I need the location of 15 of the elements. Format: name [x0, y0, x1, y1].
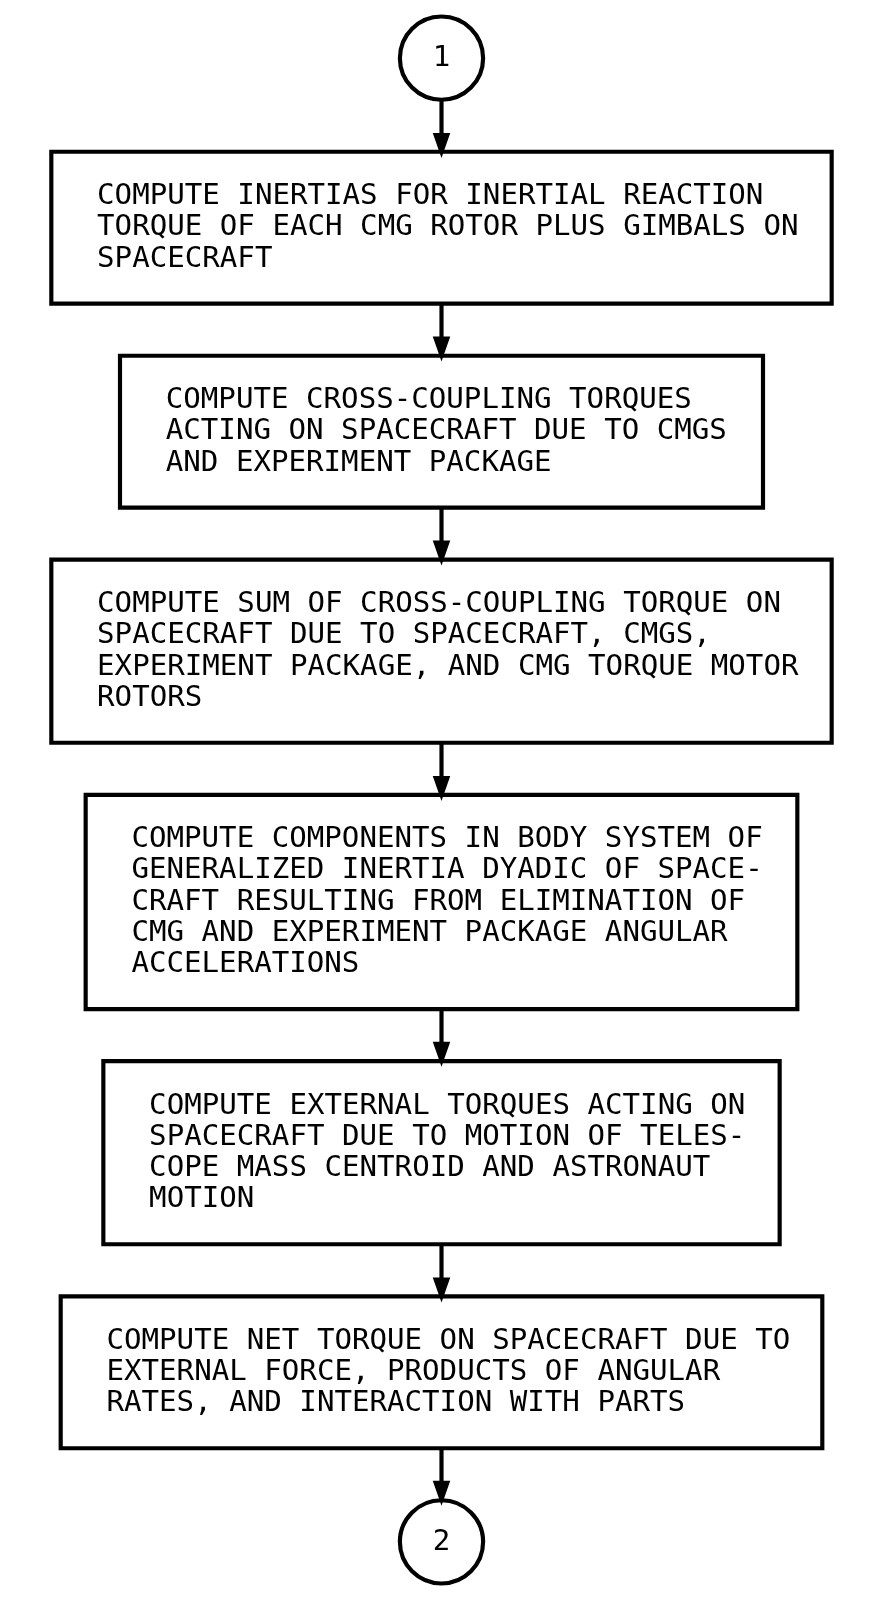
node-circle: 1 [397, 14, 486, 102]
node-box: COMPUTE NET TORQUE ON SPACECRAFT DUE TO EXTERNAL FORCE, PRODUCTS OF ANGULAR RATES, AND INTERACTION WITH PARTS [58, 1294, 825, 1451]
arrow [432, 1244, 451, 1303]
arrow [432, 1448, 451, 1506]
arrow [432, 304, 451, 362]
arrow [432, 100, 451, 158]
node-box: COMPUTE EXTERNAL TORQUES ACTING ON SPACECRAFT DUE TO MOTION OF TELES- COPE MASS CENTROID AND ASTRONAUT MOTION [101, 1059, 782, 1247]
node-circle: 2 [397, 1498, 486, 1586]
arrow [432, 1009, 451, 1067]
arrow [432, 743, 451, 802]
node-box: COMPUTE COMPONENTS IN BODY SYSTEM OF GENERALIZED INERTIA DYADIC OF SPACE- CRAFT RESULTING FROM ELIMINATION OF CMG AND EXPERIMENT PACKAGE ANGULAR ACCELERATIONS [83, 792, 800, 1012]
node-box: COMPUTE SUM OF CROSS-COUPLING TORQUE ON SPACECRAFT DUE TO SPACECRAFT, CMGS, EXPERIMENT PACKAGE, AND CMG TORQUE MOTOR ROTORS [49, 557, 834, 745]
node-box: COMPUTE CROSS-COUPLING TORQUES ACTING ON SPACECRAFT DUE TO CMGS AND EXPERIMENT PACKAGE [117, 353, 766, 510]
arrow [432, 507, 451, 566]
node-box: COMPUTE INERTIAS FOR INERTIAL REACTION TORQUE OF EACH CMG ROTOR PLUS GIMBALS ON SPACECRAFT [49, 149, 834, 306]
